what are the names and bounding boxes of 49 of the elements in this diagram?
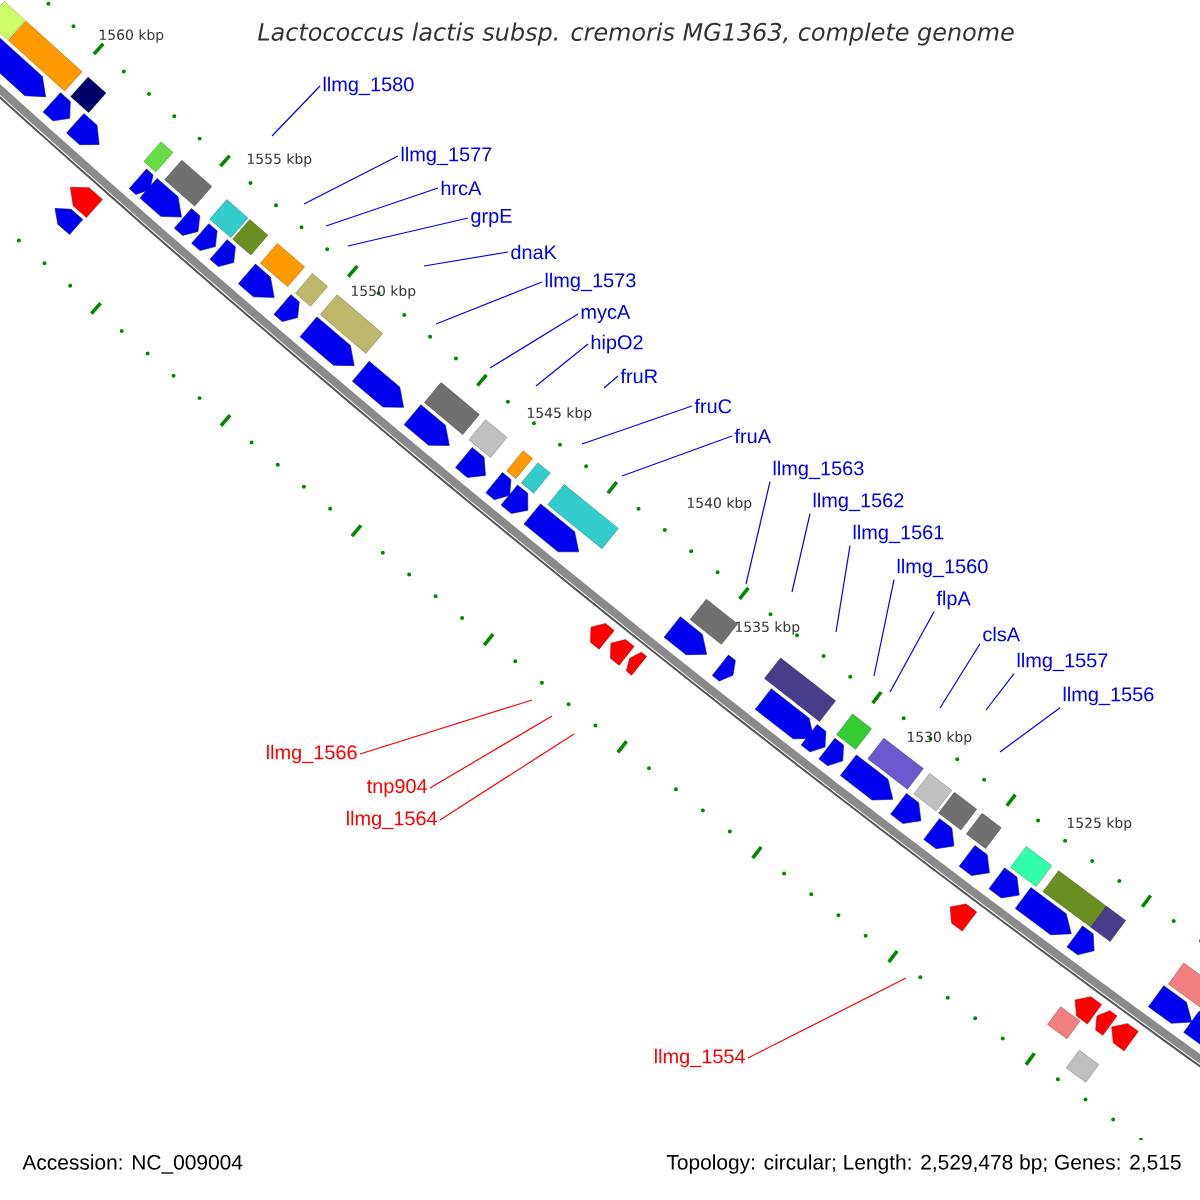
- leader-line: [791, 513, 811, 593]
- gene-label: mycA: [581, 305, 631, 323]
- gene-label: llmg_1564: [347, 810, 437, 830]
- gene-label: llmg_1560: [897, 558, 988, 578]
- gene-label: llmg_1563: [773, 460, 864, 480]
- leader-line: [535, 343, 589, 387]
- leader-line: [745, 481, 771, 585]
- leader-line: [581, 405, 693, 445]
- gene-label: fruR: [620, 368, 658, 384]
- leader-line: [347, 217, 469, 247]
- gene-label: llmg_1557: [1017, 652, 1108, 672]
- gene-label: llmg_1561: [853, 524, 944, 544]
- leader-line: [271, 85, 321, 137]
- gene-label: fruC: [694, 398, 732, 414]
- leader-line: [621, 435, 733, 477]
- gene-label: hipO2: [591, 334, 643, 354]
- gene-label: llmg_1562: [813, 492, 904, 512]
- gene-label: flpA: [936, 590, 971, 610]
- gene-label: llmg_1577: [401, 146, 492, 166]
- gene-label: fruA: [734, 428, 771, 444]
- gene-label: dnaK: [511, 244, 557, 260]
- chart-title: Lactococcus lactis subsp. cremoris MG1363, complete genome: [257, 22, 1014, 46]
- gene-label: llmg_1554: [655, 1048, 745, 1068]
- footer-text: Topology: circular; Length: 2,529,478 bp; Genes: 2,515: [666, 1154, 1181, 1174]
- leader-line: [359, 699, 533, 755]
- leader-line: [999, 707, 1061, 753]
- leader-line: [835, 545, 851, 633]
- gene-label: tnp904: [367, 779, 428, 797]
- gene-label: grpE: [471, 209, 512, 227]
- gene-label: clsA: [983, 626, 1020, 642]
- leader-line: [603, 375, 619, 389]
- leader-line: [873, 579, 895, 677]
- gene-label: llmg_1566: [267, 744, 357, 764]
- leader-line: [889, 611, 935, 693]
- leader-line: [747, 977, 907, 1059]
- gene-label: llmg_1556: [1063, 686, 1154, 706]
- leader-line: [489, 313, 579, 369]
- footer-text: Accession: NC_009004: [22, 1154, 243, 1174]
- leader-line: [985, 673, 1015, 711]
- leader-line: [439, 733, 575, 821]
- gene-label: hrcA: [441, 180, 482, 196]
- leader-line: [939, 643, 981, 709]
- gene-label: llmg_1573: [545, 272, 636, 292]
- gene-label: llmg_1580: [323, 76, 414, 96]
- leader-line: [429, 715, 553, 789]
- leader-line: [303, 155, 399, 205]
- leader-line: [423, 251, 509, 267]
- leader-line: [325, 187, 439, 227]
- leader-line: [435, 281, 543, 325]
